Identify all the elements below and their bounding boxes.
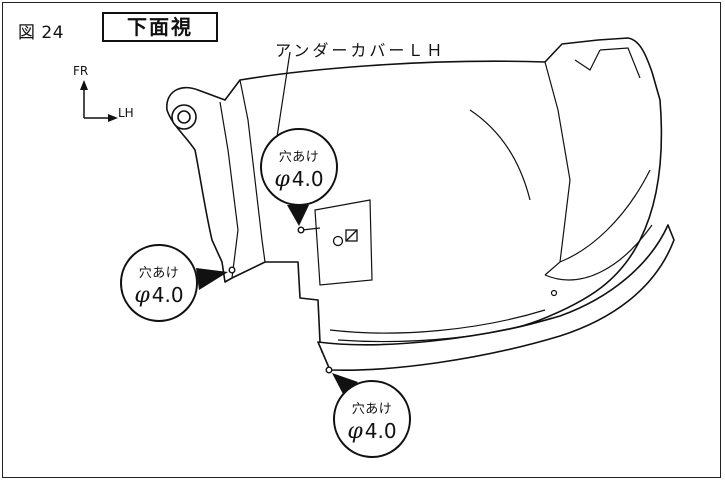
direction-arrows-icon bbox=[83, 86, 112, 119]
callout-1-size: 4.0 bbox=[291, 167, 324, 191]
view-label: 下面視 bbox=[102, 12, 218, 42]
under-cover-part bbox=[166, 37, 675, 372]
callout-3-pointer bbox=[332, 373, 358, 396]
callout-1-label: 穴あけ bbox=[278, 150, 320, 165]
phi-symbol: φ bbox=[274, 167, 290, 192]
drill-hole-2-icon bbox=[228, 266, 236, 274]
callout-2-pointer bbox=[196, 268, 228, 290]
phi-symbol: φ bbox=[134, 283, 150, 308]
mark-circle-icon bbox=[332, 235, 344, 247]
phi-symbol: φ bbox=[347, 419, 363, 444]
callout-2-label: 穴あけ bbox=[138, 266, 180, 281]
callout-2-size: 4.0 bbox=[151, 283, 184, 307]
arrow-up-icon bbox=[80, 80, 88, 90]
arrow-right-icon bbox=[108, 114, 118, 122]
callout-3-size: 4.0 bbox=[364, 419, 397, 443]
part-name-label: アンダーカバーＬＨ bbox=[275, 41, 446, 60]
callout-1-pointer bbox=[287, 205, 309, 226]
figure-number: 図 24 bbox=[18, 23, 65, 43]
figure-frame bbox=[2, 2, 721, 478]
direction-fr-label: FR bbox=[73, 64, 89, 78]
callout-3-label: 穴あけ bbox=[351, 402, 393, 417]
drill-hole-1-icon bbox=[297, 226, 305, 234]
drill-hole-3-icon bbox=[325, 366, 333, 374]
part-detail-lines bbox=[219, 47, 653, 343]
mark-square-icon bbox=[345, 229, 358, 242]
direction-lh-label: LH bbox=[118, 106, 134, 120]
small-hole-icon bbox=[550, 289, 558, 297]
